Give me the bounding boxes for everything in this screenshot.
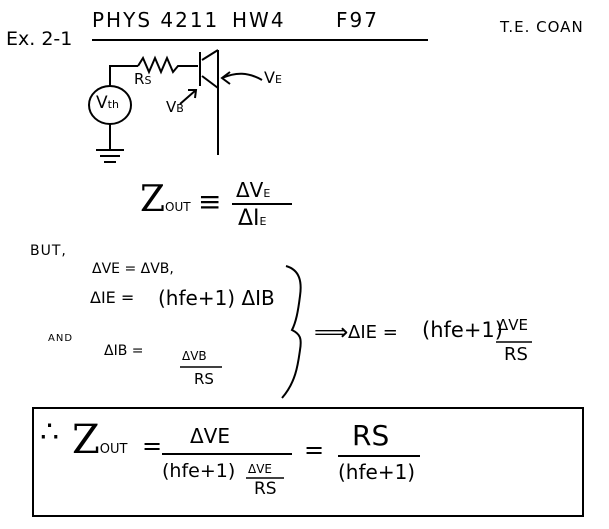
but-label: BUT, [30,243,67,259]
source-label: Vth [96,93,119,113]
course-label: PHYS 4211 [92,8,220,32]
given-eq2-rhs: (hfe+1) ΔIB [158,286,275,310]
author-label: T.E. COAN [500,18,584,36]
therefore-symbol: ∴ [40,415,60,450]
base-arrowhead [188,89,198,99]
emitter-arrowhead [220,71,231,85]
result-equals-1: = [142,432,163,460]
resistor-label: RS [134,70,152,88]
implication-factor: (hfe+1) [422,318,503,342]
definition-lhs: ZOUT [140,179,191,220]
result-lhs: ZOUT [72,417,128,463]
implication-denominator: RS [504,344,528,365]
definition-equiv: ≡ [198,185,222,218]
result-box [32,407,584,517]
given-eq3-denominator: RS [194,370,214,388]
and-label: AND [48,333,74,344]
emitter-probe-arrow [221,72,263,81]
transistor-collector [201,49,219,61]
base-voltage-label: VB [166,98,184,116]
given-eq2-lhs: ΔIE = [90,288,135,307]
result-numerator: ΔVE [190,424,230,448]
result-final-numerator: RS [352,419,390,452]
given-eq3-numerator: ΔVB [182,349,207,363]
circuit-diagram [88,49,263,163]
implication-lhs: ΔIE = [348,322,398,343]
emitter-voltage-label: VE [264,68,282,87]
implication-arrow: ⟹ [314,318,349,346]
given-eq1: ΔVE = ΔVB, [92,261,174,277]
transistor-emitter [201,75,219,89]
given-eq3-lhs: ΔIB = [104,343,144,359]
result-equals-2: = [304,436,325,464]
result-inner-denominator: RS [254,479,277,499]
assignment-label: HW4 [232,8,286,32]
resistor-symbol [137,55,198,75]
grouping-brace [281,265,302,399]
problem-label: Ex. 2-1 [6,28,73,50]
result-final-denominator: (hfe+1) [338,460,416,484]
definition-numerator: ΔVE [236,178,271,202]
source-wire [109,65,138,86]
term-label: F97 [336,8,379,32]
implication-numerator: ΔVE [498,316,528,334]
result-denominator-factor: (hfe+1) [162,460,236,482]
result-inner-numerator: ΔVE [248,462,272,476]
definition-denominator: ΔIE [238,206,267,231]
base-probe-arrow [179,89,197,105]
